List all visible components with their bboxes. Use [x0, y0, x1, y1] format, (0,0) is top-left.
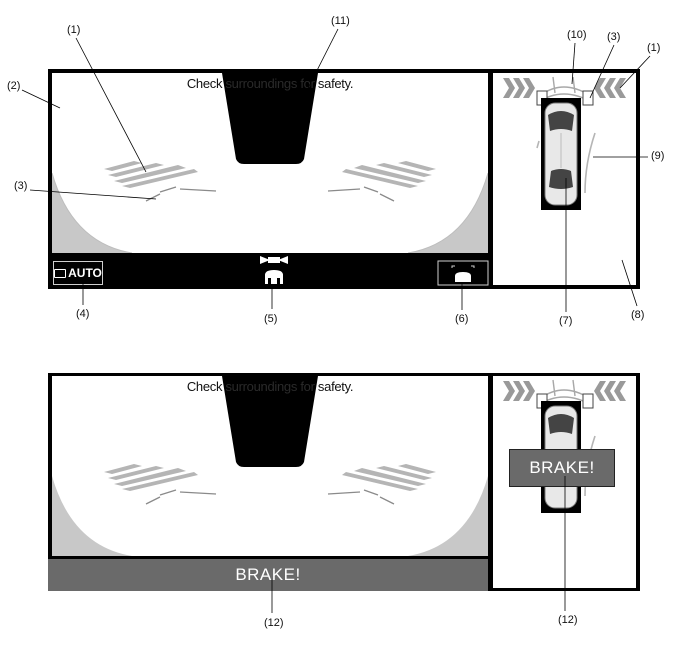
camera-mode-icon	[54, 268, 67, 278]
own-vehicle-bumper	[222, 73, 318, 164]
callout-9: (9)	[651, 150, 665, 162]
brake-warning-bar: BRAKE!	[48, 559, 488, 591]
bottom-camera-view: Check surroundings for safety.	[52, 376, 488, 556]
predicted-path	[584, 132, 596, 194]
callout-3-right: (3)	[607, 31, 621, 43]
top-sensor-panel	[493, 73, 636, 285]
left-guideline-stripes	[104, 161, 198, 188]
callout-6: (6)	[455, 313, 469, 325]
camera-distortion-shade-right	[408, 173, 488, 253]
left-sensor-chevrons	[503, 78, 535, 98]
callout-8: (8)	[631, 309, 645, 321]
distance-guide-lines	[145, 186, 395, 202]
top-camera-graphics	[52, 73, 488, 253]
callout-1-top: (1)	[67, 24, 81, 36]
bottom-camera-graphics	[52, 376, 488, 556]
callout-2: (2)	[7, 80, 21, 92]
predicted-path-left	[536, 140, 540, 149]
camera-distortion-shade	[52, 173, 132, 253]
callout-7: (7)	[559, 315, 573, 327]
safety-message-bottom: Check surroundings for safety.	[186, 379, 354, 394]
auto-mode-button[interactable]: AUTO	[53, 261, 103, 285]
callout-11: (11)	[331, 15, 350, 27]
callout-10: (10)	[567, 29, 587, 41]
safety-message: Check surroundings for safety.	[186, 76, 354, 91]
callout-4: (4)	[76, 308, 90, 320]
callout-1-right: (1)	[647, 42, 661, 54]
right-sensor-chevrons	[594, 78, 626, 98]
own-car-top-view	[541, 98, 581, 210]
brake-warning-box: BRAKE!	[509, 449, 615, 487]
callout-5: (5)	[264, 313, 278, 325]
callout-12-right: (12)	[558, 614, 578, 626]
right-guideline-stripes	[342, 161, 436, 188]
callout-12-left: (12)	[264, 617, 284, 629]
callout-3-left: (3)	[14, 180, 28, 192]
top-camera-view: Check surroundings for safety.	[52, 73, 488, 253]
